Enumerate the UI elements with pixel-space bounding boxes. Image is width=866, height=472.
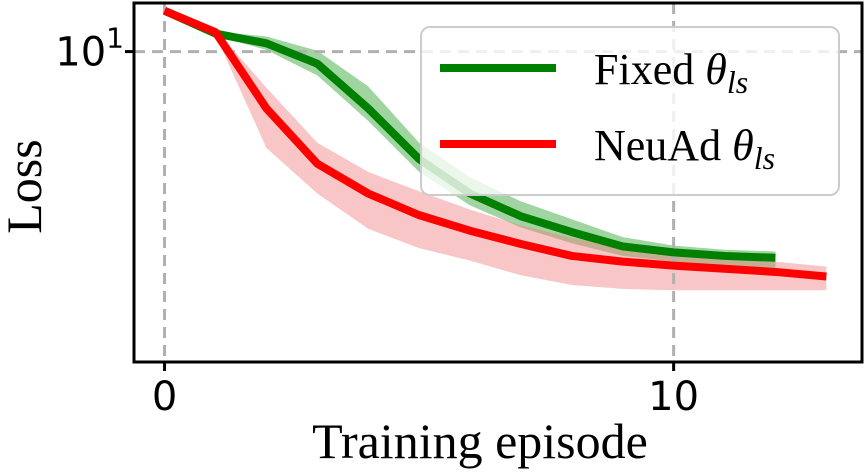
legend-label-0: Fixed θls <box>594 45 748 100</box>
legend-label-base: Fixed <box>594 45 705 94</box>
x-tick-label-1: 10 <box>648 374 699 420</box>
axis-ticks <box>125 50 676 371</box>
y-tick-exponent: 1 <box>106 22 124 55</box>
legend-label-subscript: ls <box>754 140 775 176</box>
y-axis-label: Loss <box>0 139 52 233</box>
x-tick-label-0: 0 <box>152 374 177 420</box>
plot-frame <box>132 1 864 364</box>
y-tick-label-0: 101 <box>55 22 124 76</box>
y-tick-base: 10 <box>55 30 106 76</box>
x-axis-label: Training episode <box>312 413 648 469</box>
legend-label-1: NeuAd θls <box>594 121 775 176</box>
band-series-0 <box>164 10 776 269</box>
legend-label-symbol: θ <box>705 45 727 94</box>
legend-label-symbol: θ <box>732 121 754 170</box>
line-series-1 <box>162 7 827 281</box>
legend-label-base: NeuAd <box>594 121 732 170</box>
legend-label-subscript: ls <box>727 64 748 100</box>
